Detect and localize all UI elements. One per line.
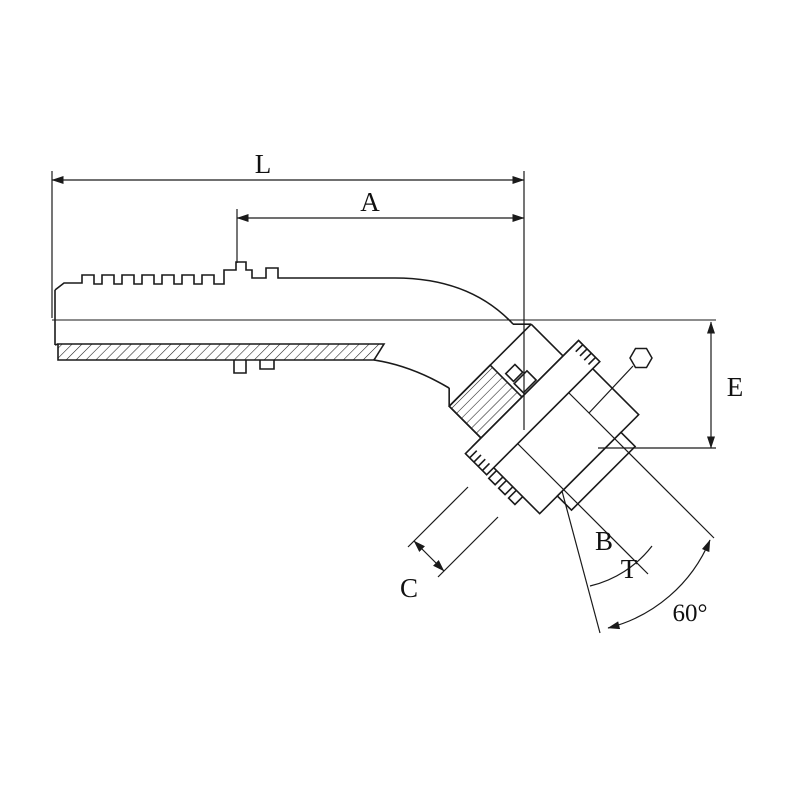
hex-symbol-leader-line — [588, 365, 634, 414]
dim-label-T: T — [621, 554, 638, 584]
angle-arc-inner — [589, 545, 653, 587]
nut-back-cap — [556, 431, 637, 512]
collar-tabs-bottom — [233, 360, 275, 374]
hose-tail-top-profile — [54, 261, 514, 325]
dim-label-L: L — [255, 149, 272, 179]
angle-arc-60 — [607, 539, 711, 630]
cone-flank-line — [561, 490, 601, 634]
knurled-collar — [464, 339, 601, 476]
nut-edge-serrations — [487, 469, 524, 506]
thread-chamfer-top — [512, 323, 532, 325]
extension-line-C-2 — [437, 516, 499, 578]
knurl-serrations — [469, 344, 597, 472]
dim-label-A: A — [360, 187, 380, 217]
thread-chamfer-bottom — [448, 387, 450, 407]
shank-hatched-strip — [57, 343, 386, 361]
dim-label-B: B — [595, 526, 613, 556]
dim-line-C — [413, 540, 445, 572]
dimension-layer — [51, 171, 716, 634]
angle-label-60: 60° — [673, 600, 708, 627]
bend-inner-curve — [373, 359, 450, 389]
fitting-body — [54, 261, 640, 515]
hexagon-icon — [629, 347, 653, 369]
dim-label-C: C — [400, 573, 418, 603]
dim-label-E: E — [727, 372, 744, 402]
hex-flat-line-upper-extended — [568, 392, 715, 539]
extension-line-C-1 — [407, 486, 469, 548]
swivel-nut-assembly — [448, 323, 640, 515]
